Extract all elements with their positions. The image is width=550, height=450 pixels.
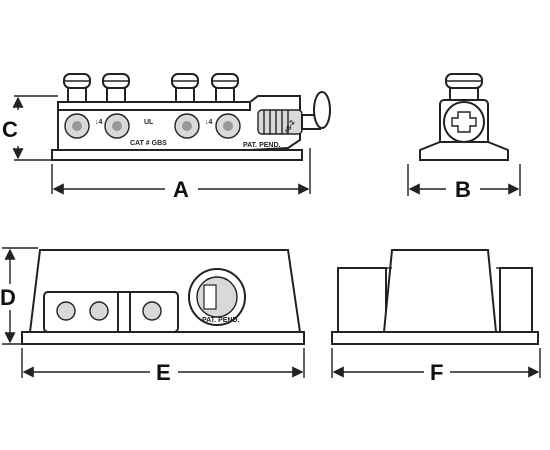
dim-label-d: D bbox=[0, 285, 16, 310]
dim-e: E bbox=[21, 348, 305, 385]
front-view: ↓4 ↓4 UL CAT # GBS PAT. PEND. #6-2 C bbox=[2, 73, 331, 202]
dim-label-e: E bbox=[156, 360, 171, 385]
dim-label-a: A bbox=[173, 177, 189, 202]
catalog-marking: CAT # GBS bbox=[130, 140, 167, 147]
dim-label-c: C bbox=[2, 117, 18, 142]
covered-side-view: F bbox=[331, 249, 541, 385]
wire-holes-front bbox=[64, 113, 241, 139]
dim-a: A bbox=[51, 148, 311, 202]
covered-front-view: PAT. PEND. D E bbox=[0, 247, 305, 385]
top-screw-1 bbox=[63, 73, 91, 103]
top-screw-2 bbox=[102, 73, 130, 103]
side-view: B bbox=[407, 73, 521, 202]
svg-text:↓4: ↓4 bbox=[95, 119, 103, 126]
front-base bbox=[51, 149, 303, 161]
covered-side-base bbox=[331, 331, 539, 345]
dim-label-b: B bbox=[455, 177, 471, 202]
patent-marking-lower: PAT. PEND. bbox=[202, 317, 240, 324]
dim-f: F bbox=[331, 348, 541, 385]
patent-marking: PAT. PEND. bbox=[243, 142, 281, 149]
top-screw-3 bbox=[171, 73, 199, 103]
top-screw-4 bbox=[211, 73, 239, 103]
covered-side-body bbox=[382, 249, 498, 333]
side-screw-head bbox=[443, 101, 485, 143]
dim-label-f: F bbox=[430, 360, 443, 385]
side-base bbox=[419, 141, 509, 161]
svg-text:UL: UL bbox=[144, 119, 154, 126]
dim-b: B bbox=[407, 164, 521, 202]
svg-text:↓4: ↓4 bbox=[205, 119, 213, 126]
dim-d: D bbox=[0, 247, 38, 345]
covered-base bbox=[21, 331, 305, 345]
dim-c: C bbox=[2, 95, 58, 161]
threaded-tap bbox=[257, 91, 331, 135]
